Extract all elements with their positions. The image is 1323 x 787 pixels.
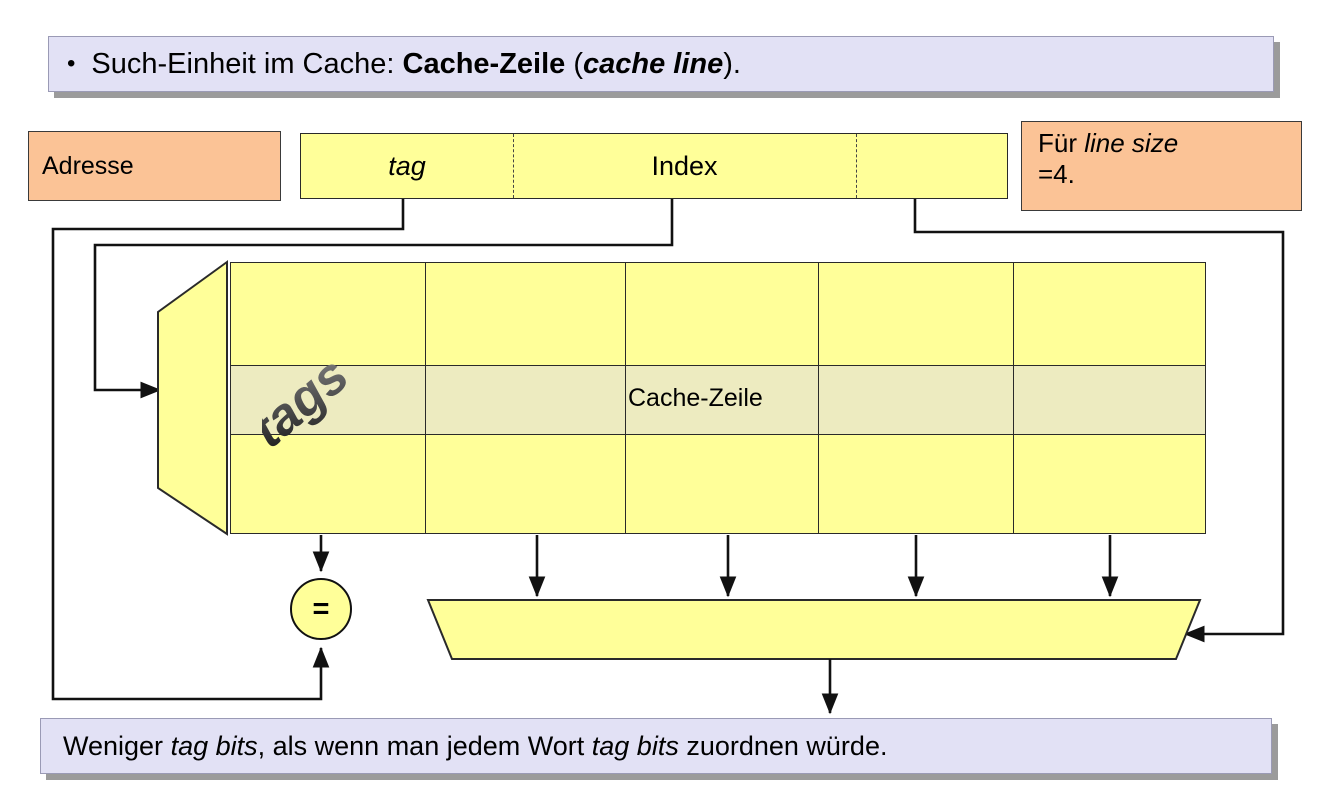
address-divider-tag-index [513, 134, 514, 198]
cache-cell-r0c3[interactable] [818, 262, 1014, 366]
cache-cell-r1c4[interactable] [1013, 365, 1206, 435]
line-size-note-prefix: Für [1038, 128, 1085, 158]
line-size-note-box: Für line size =4. [1021, 121, 1302, 211]
bottom-banner-part1: Weniger [63, 730, 171, 761]
word-select-multiplexer-shape [426, 599, 1202, 660]
top-banner-prefix: Such-Einheit im Cache: [91, 47, 403, 80]
cache-cell-r2c3[interactable] [818, 434, 1014, 534]
top-banner-bold-term: Cache-Zeile [402, 47, 566, 80]
comparator-symbol: = [312, 592, 330, 625]
cache-cell-r0c0[interactable] [230, 262, 426, 366]
top-banner-italic-term: cache line [583, 47, 724, 80]
cache-cell-r1c1[interactable] [425, 365, 626, 435]
wire-data-columns-to-mux [528, 535, 1119, 598]
top-banner-open-paren: ( [565, 47, 584, 80]
bottom-banner-part2: , als wenn man jedem Wort [257, 730, 592, 761]
cache-cell-r2c0[interactable] [230, 434, 426, 534]
bullet-icon: • [67, 50, 76, 77]
top-banner-text: Such-Einheit im Cache: Cache-Zeile (cach… [91, 48, 741, 81]
cache-array-grid: Cache-Zeile [230, 262, 1206, 534]
top-banner-suffix: ). [723, 47, 741, 80]
top-statement-banner: • Such-Einheit im Cache: Cache-Zeile (ca… [48, 36, 1274, 92]
address-segment-tag: tag [301, 134, 513, 198]
address-segment-offset [856, 134, 1009, 198]
cache-cell-r2c1[interactable] [425, 434, 626, 534]
cache-cell-r0c2[interactable] [625, 262, 819, 366]
cache-cell-r1c3[interactable] [818, 365, 1014, 435]
address-segment-index: Index [513, 134, 856, 198]
index-decoder-shape [157, 260, 228, 536]
bottom-banner-italic2: tag bits [591, 730, 679, 761]
address-segment-index-label: Index [651, 150, 718, 181]
tag-comparator: = [290, 578, 352, 640]
cache-cell-r2c4[interactable] [1013, 434, 1206, 534]
bottom-banner-part3: zuordnen würde. [678, 730, 888, 761]
address-divider-index-offset [856, 134, 857, 198]
cache-cell-r0c1[interactable] [425, 262, 626, 366]
line-size-note-line1: Für line size [1038, 128, 1301, 159]
cache-cell-r0c4[interactable] [1013, 262, 1206, 366]
cache-line-label: Cache-Zeile [628, 383, 763, 412]
address-segment-tag-label: tag [388, 150, 426, 181]
address-bitfield: tag Index [300, 133, 1008, 199]
cache-cell-r1c0[interactable] [230, 365, 426, 435]
address-label-box: Adresse [28, 131, 281, 201]
bottom-banner-italic1: tag bits [170, 730, 258, 761]
line-size-note-italic: line size [1084, 128, 1179, 158]
line-size-note-line2: =4. [1038, 158, 1075, 189]
address-label-text: Adresse [42, 151, 134, 180]
bottom-banner-text: Weniger tag bits, als wenn man jedem Wor… [63, 731, 887, 762]
cache-cell-r2c2[interactable] [625, 434, 819, 534]
bottom-statement-banner: Weniger tag bits, als wenn man jedem Wor… [40, 718, 1272, 774]
